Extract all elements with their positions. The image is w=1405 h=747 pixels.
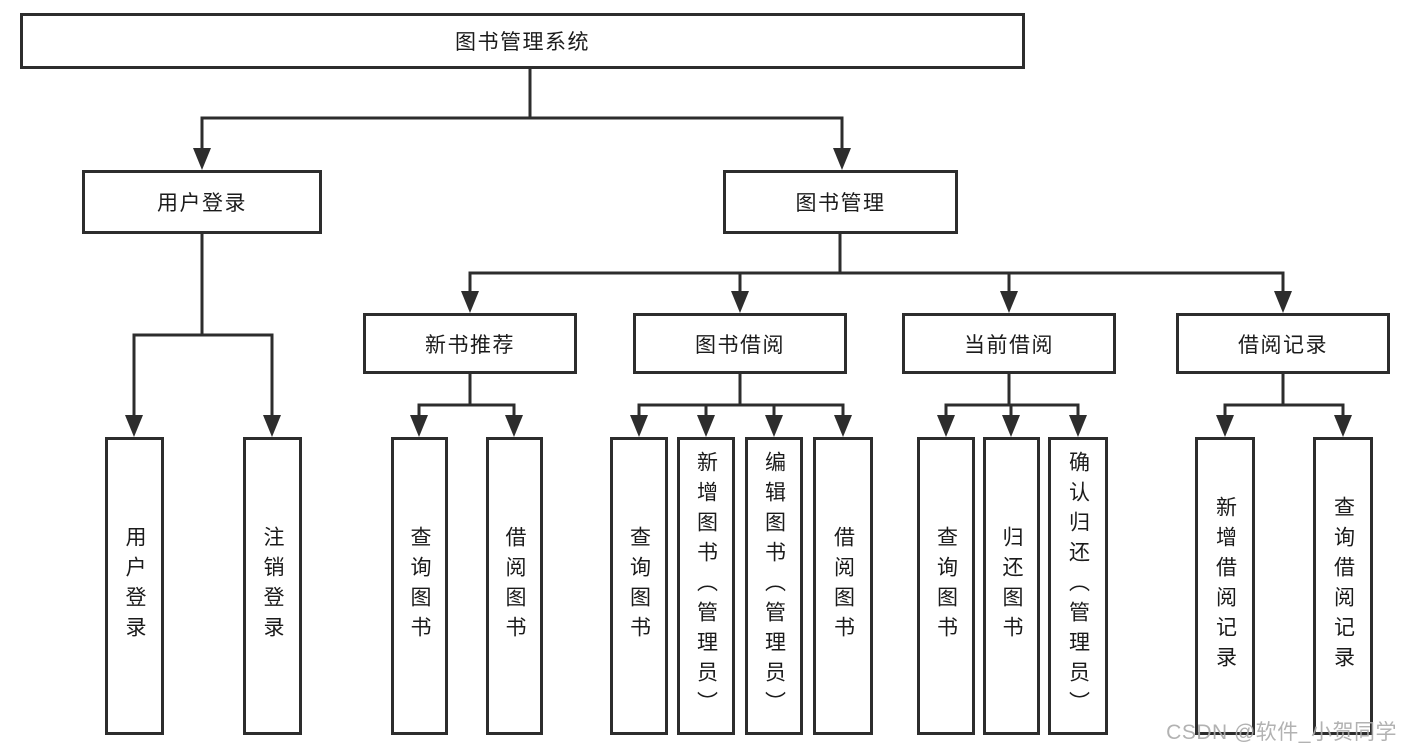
node-query-books-recommend: 查询图书: [391, 437, 448, 735]
node-edit-books-admin: 编辑图书（管理员）: [745, 437, 803, 735]
node-query-borrow-record: 查询借阅记录: [1313, 437, 1373, 735]
node-borrow-books-leaf: 借阅图书: [813, 437, 873, 735]
csdn-watermark: CSDN @软件_小贺同学: [1166, 721, 1397, 744]
node-borrow-books-recommend: 借阅图书: [486, 437, 543, 735]
tree-connectors: [125, 67, 1352, 437]
node-book-borrowing: 图书借阅: [633, 313, 847, 374]
node-logout-leaf: 注销登录: [243, 437, 302, 735]
node-confirm-return-admin: 确认归还（管理员）: [1048, 437, 1108, 735]
node-book-management: 图书管理: [723, 170, 958, 234]
node-query-books-borrowing: 查询图书: [610, 437, 668, 735]
node-add-books-admin: 新增图书（管理员）: [677, 437, 735, 735]
node-query-books-current: 查询图书: [917, 437, 975, 735]
node-new-book-recommend: 新书推荐: [363, 313, 577, 374]
node-root: 图书管理系统: [20, 13, 1025, 69]
node-add-borrow-record: 新增借阅记录: [1195, 437, 1255, 735]
node-return-books: 归还图书: [983, 437, 1040, 735]
node-user-login: 用户登录: [82, 170, 322, 234]
node-borrowing-records: 借阅记录: [1176, 313, 1390, 374]
node-current-borrowing: 当前借阅: [902, 313, 1116, 374]
node-user-login-leaf: 用户登录: [105, 437, 164, 735]
